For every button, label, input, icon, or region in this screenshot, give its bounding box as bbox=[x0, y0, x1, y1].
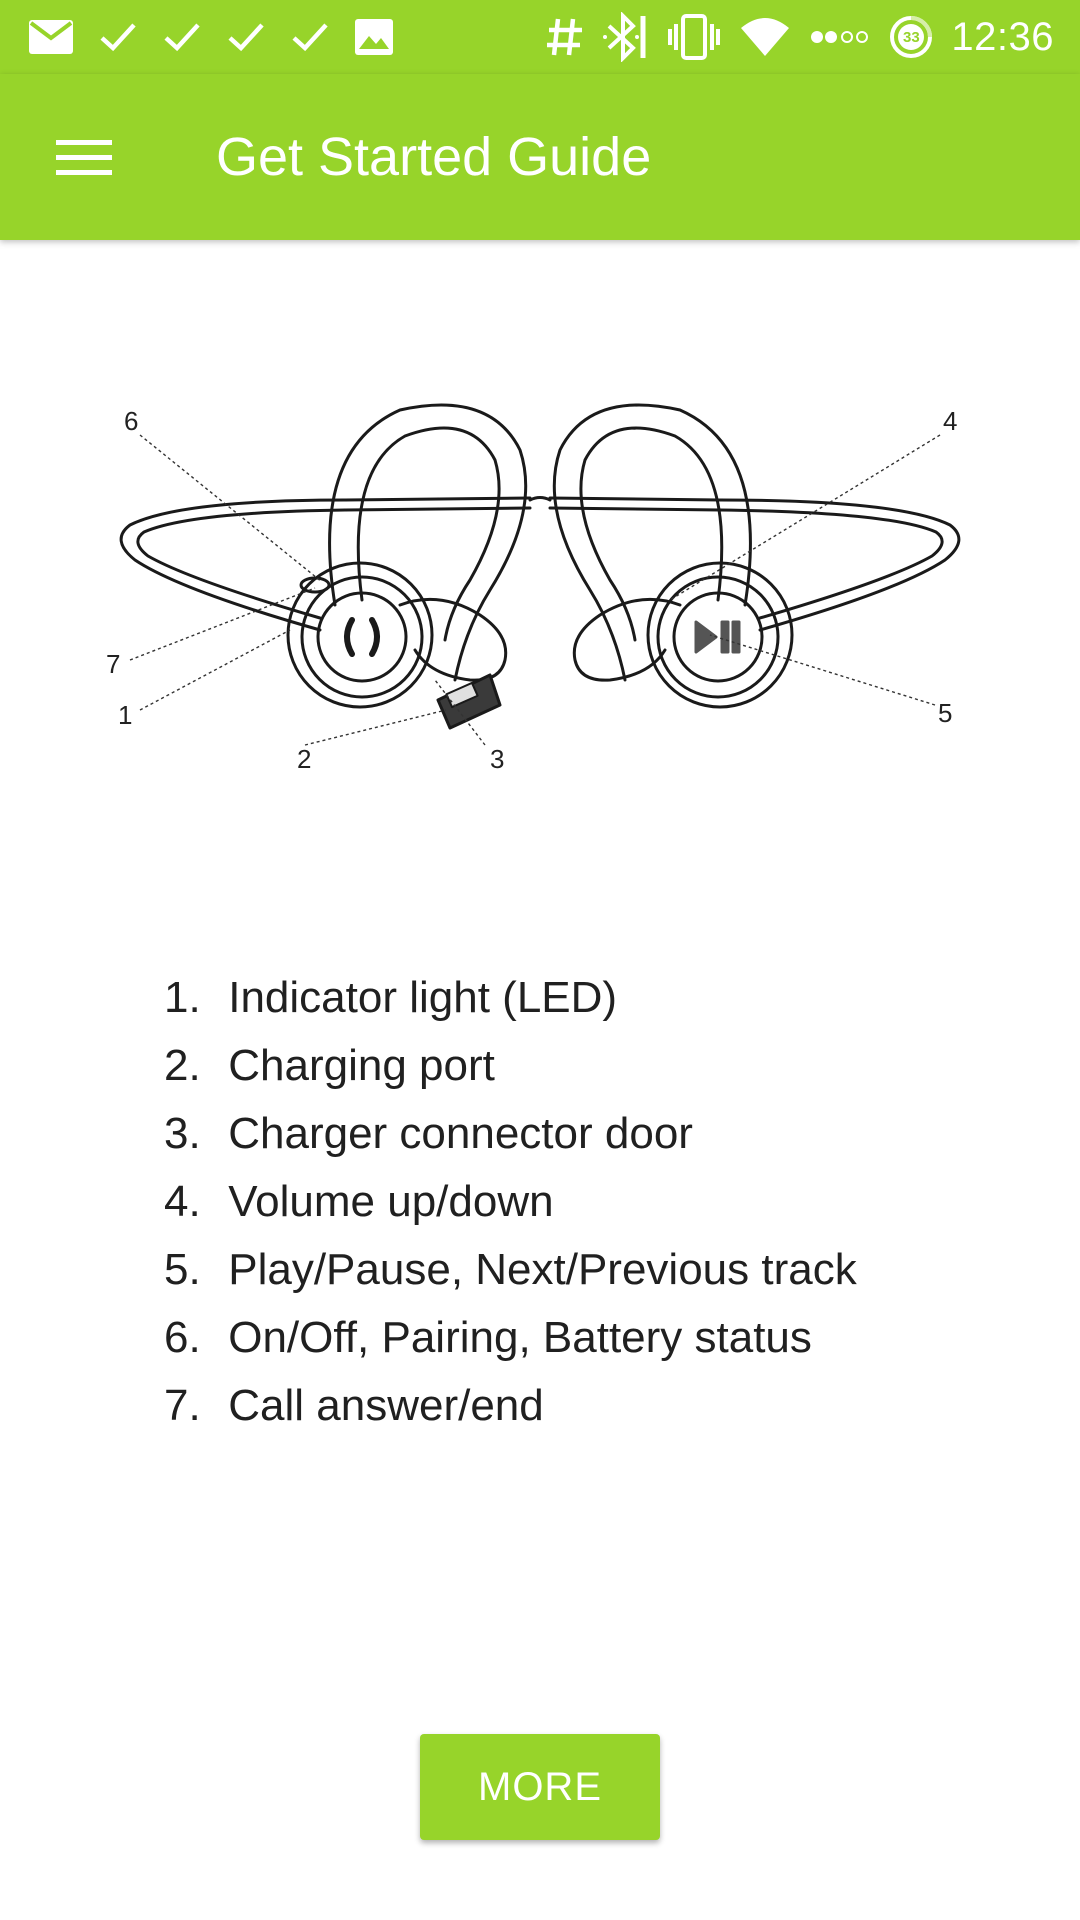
check-icon bbox=[290, 20, 330, 54]
callout-3: 3 bbox=[490, 744, 504, 774]
legend-item: 1. Indicator light (LED) bbox=[164, 973, 618, 1022]
system-icons: 33 12:36 bbox=[545, 10, 1054, 64]
callout-5: 5 bbox=[938, 698, 952, 728]
hamburger-menu-icon bbox=[56, 140, 112, 175]
callout-6: 6 bbox=[124, 406, 138, 436]
right-ear-hook bbox=[552, 403, 752, 682]
legend-item: 5. Play/Pause, Next/Previous track bbox=[164, 1245, 857, 1294]
battery-level-text: 33 bbox=[903, 28, 920, 46]
callout-4: 4 bbox=[943, 406, 957, 436]
play-pause-icon bbox=[694, 620, 718, 654]
charger-door bbox=[436, 673, 502, 730]
vibrate-icon bbox=[667, 14, 721, 60]
callout-1: 1 bbox=[118, 700, 132, 730]
left-ear-hook bbox=[328, 403, 528, 682]
headset-diagram: 6 4 7 1 2 3 5 bbox=[100, 390, 980, 870]
page-title: Get Started Guide bbox=[216, 127, 652, 187]
callout-2: 2 bbox=[297, 744, 311, 774]
legend-item: 2. Charging port bbox=[164, 1041, 495, 1090]
battery-saver-icon: 33 bbox=[889, 15, 933, 59]
legend-item: 4. Volume up/down bbox=[164, 1177, 554, 1226]
legend-item: 6. On/Off, Pairing, Battery status bbox=[164, 1313, 812, 1362]
legend-item: 7. Call answer/end bbox=[164, 1381, 544, 1430]
app-bar: Get Started Guide bbox=[0, 74, 1080, 240]
check-icon bbox=[98, 20, 138, 54]
hash-icon bbox=[545, 15, 585, 59]
more-button[interactable]: MORE bbox=[420, 1734, 660, 1840]
wifi-icon bbox=[739, 16, 791, 58]
check-icon bbox=[162, 20, 202, 54]
hamburger-menu-button[interactable] bbox=[40, 120, 128, 196]
parts-legend: 1. Indicator light (LED) 2. Charging por… bbox=[164, 964, 857, 1440]
legend-item: 3. Charger connector door bbox=[164, 1109, 693, 1158]
neckband bbox=[119, 498, 347, 632]
mail-icon bbox=[28, 19, 74, 55]
status-bar: 33 12:36 bbox=[0, 0, 1080, 74]
image-icon bbox=[354, 18, 394, 56]
notification-icons bbox=[28, 14, 394, 60]
left-earbud-housing bbox=[286, 561, 434, 709]
callout-7: 7 bbox=[106, 649, 120, 679]
signal-dots-icon bbox=[809, 27, 871, 47]
clock: 12:36 bbox=[951, 14, 1054, 59]
bluetooth-icon bbox=[603, 12, 649, 62]
right-earbud-housing bbox=[646, 561, 794, 709]
call-button-icon bbox=[344, 617, 380, 657]
check-icon bbox=[226, 20, 266, 54]
